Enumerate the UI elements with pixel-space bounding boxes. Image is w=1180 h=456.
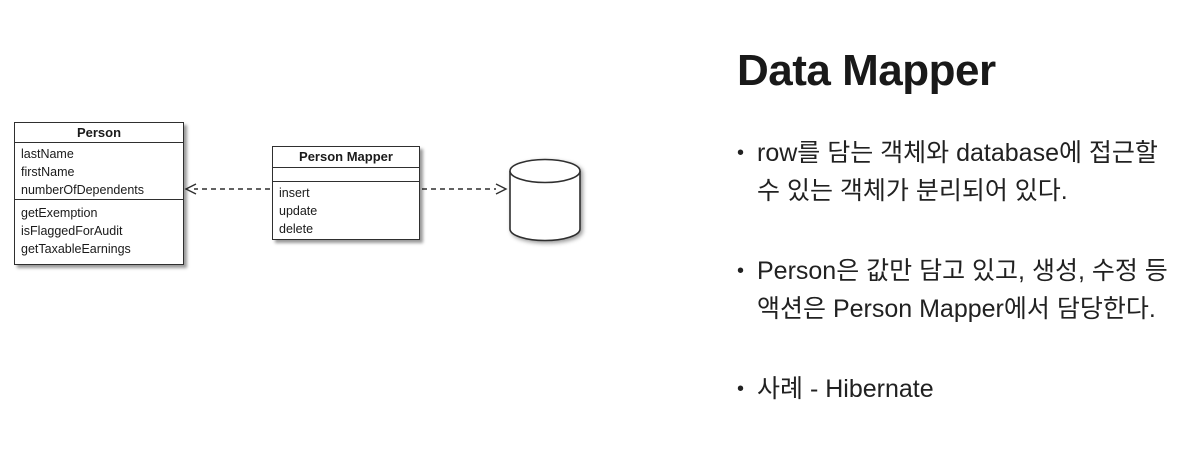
person-method: isFlaggedForAudit bbox=[21, 224, 123, 238]
dashed-arrow-mapper-to-database bbox=[422, 183, 508, 195]
text-panel: Data Mapper • row를 담는 객체와 database에 접근할 … bbox=[737, 44, 1168, 450]
bullet-text-line: 액션은 Person Mapper에서 담당한다. bbox=[757, 295, 1156, 323]
list-item: • Person은 값만 담고 있고, 생성, 수정 등 액션은 Person … bbox=[737, 252, 1168, 328]
list-item: • row를 담는 객체와 database에 접근할 수 있는 객체가 분리되… bbox=[737, 134, 1167, 210]
bullet-list: • row를 담는 객체와 database에 접근할 수 있는 객체가 분리되… bbox=[737, 134, 1168, 408]
page-title: Data Mapper bbox=[737, 46, 996, 95]
bullet-icon: • bbox=[737, 142, 745, 164]
person-class-box: Person lastName firstName numberOfDepend… bbox=[14, 122, 184, 265]
person-mapper-class-box: Person Mapper insert update delete bbox=[272, 146, 420, 240]
list-item: • 사례 - Hibernate bbox=[737, 370, 1167, 408]
bullet-icon: • bbox=[737, 260, 745, 282]
person-method: getExemption bbox=[21, 206, 98, 220]
person-attribute: numberOfDependents bbox=[21, 183, 144, 197]
person-mapper-methods-section: insert update delete bbox=[273, 181, 419, 239]
person-class-title: Person bbox=[15, 123, 183, 143]
bullet-text-line: Person은 값만 담고 있고, 생성, 수정 등 bbox=[757, 257, 1168, 285]
person-mapper-method: insert bbox=[279, 186, 310, 200]
person-mapper-empty-section bbox=[273, 168, 419, 181]
person-mapper-title: Person Mapper bbox=[273, 147, 419, 168]
person-mapper-method: delete bbox=[279, 222, 314, 236]
bullet-text-line: 수 있는 객체가 분리되어 있다. bbox=[757, 177, 1068, 205]
database-cylinder-icon bbox=[509, 158, 581, 242]
person-attribute: firstName bbox=[21, 165, 75, 179]
dashed-arrow-mapper-to-person bbox=[184, 183, 270, 195]
person-mapper-method: update bbox=[279, 204, 318, 218]
person-attributes-section: lastName firstName numberOfDependents bbox=[15, 143, 183, 199]
bullet-text: 사례 - Hibernate bbox=[757, 370, 1167, 408]
bullet-text: Person은 값만 담고 있고, 생성, 수정 등 액션은 Person Ma… bbox=[757, 252, 1168, 328]
person-methods-section: getExemption isFlaggedForAudit getTaxabl… bbox=[15, 199, 183, 264]
person-method: getTaxableEarnings bbox=[21, 242, 131, 256]
bullet-text-line: 사례 - Hibernate bbox=[757, 375, 934, 403]
bullet-text-line: row를 담는 객체와 database에 접근할 bbox=[757, 139, 1158, 167]
bullet-icon: • bbox=[737, 378, 745, 400]
bullet-text: row를 담는 객체와 database에 접근할 수 있는 객체가 분리되어 … bbox=[757, 134, 1167, 210]
person-attribute: lastName bbox=[21, 147, 74, 161]
